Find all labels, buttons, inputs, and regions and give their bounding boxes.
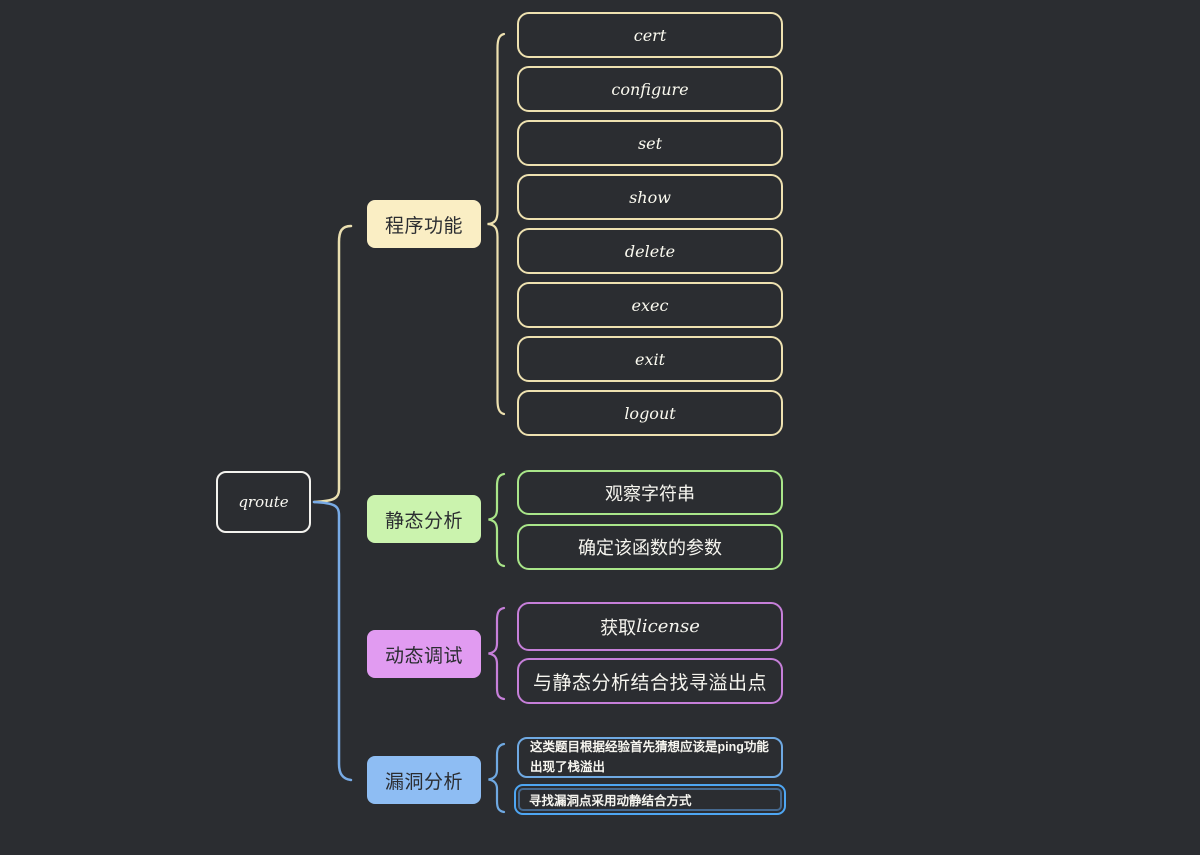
child-node-label: logout [624, 403, 676, 423]
child-node-show[interactable]: show [517, 174, 783, 220]
branch-brace-program [487, 32, 506, 416]
branch-brace-dynamic [488, 606, 506, 701]
child-node-ping-overflow-guess[interactable]: 这类题目根据经验首先猜想应该是ping功能出现了栈溢出 [517, 737, 783, 778]
child-node-combine-static[interactable]: 与静态分析结合找寻溢出点 [517, 658, 783, 704]
child-node-label: 寻找漏洞点采用动静结合方式 [529, 794, 692, 808]
selected-node-inner: 寻找漏洞点采用动静结合方式 [518, 788, 782, 811]
child-node-exec[interactable]: exec [517, 282, 783, 328]
child-node-label: delete [624, 241, 676, 261]
child-node-label-zh: 获取 [600, 617, 637, 638]
child-node-label: set [637, 133, 663, 153]
child-node-label: show [629, 187, 671, 207]
child-node-label: exec [631, 295, 669, 315]
branch-node-label: 漏洞分析 [384, 771, 463, 793]
child-node-configure[interactable]: configure [517, 66, 783, 112]
branch-node-label: 程序功能 [384, 215, 463, 237]
child-node-label: 这类题目根据经验首先猜想应该是ping功能出现了栈溢出 [530, 740, 769, 774]
child-node-label: cert [633, 25, 667, 45]
branch-node-dynamic[interactable]: 动态调试 [367, 630, 481, 678]
branch-node-vuln[interactable]: 漏洞分析 [367, 756, 481, 804]
child-node-label: configure [611, 79, 689, 99]
branch-node-program[interactable]: 程序功能 [367, 200, 481, 248]
branch-brace-static [488, 472, 506, 568]
root-brace-bottom [312, 500, 353, 782]
branch-brace-vuln [488, 742, 506, 814]
child-node-cert[interactable]: cert [517, 12, 783, 58]
branch-node-label: 静态分析 [384, 510, 463, 532]
branch-node-label: 动态调试 [384, 645, 463, 667]
child-node-label: 与静态分析结合找寻溢出点 [532, 672, 767, 694]
root-brace-top [312, 224, 353, 504]
child-node-label: 观察字符串 [605, 483, 695, 504]
child-node-find-vuln-selected[interactable]: 寻找漏洞点采用动静结合方式 [514, 784, 786, 815]
child-node-label: 确定该函数的参数 [578, 538, 722, 558]
child-node-delete[interactable]: delete [517, 228, 783, 274]
root-node-label: qroute [238, 493, 289, 511]
child-node-exit[interactable]: exit [517, 336, 783, 382]
branch-node-static[interactable]: 静态分析 [367, 495, 481, 543]
root-node-qroute[interactable]: qroute [216, 471, 311, 533]
child-node-label: exit [634, 349, 666, 369]
child-node-label-en: license [636, 616, 700, 637]
child-node-logout[interactable]: logout [517, 390, 783, 436]
child-node-determine-params[interactable]: 确定该函数的参数 [517, 524, 783, 570]
child-node-set[interactable]: set [517, 120, 783, 166]
child-node-observe-strings[interactable]: 观察字符串 [517, 470, 783, 515]
